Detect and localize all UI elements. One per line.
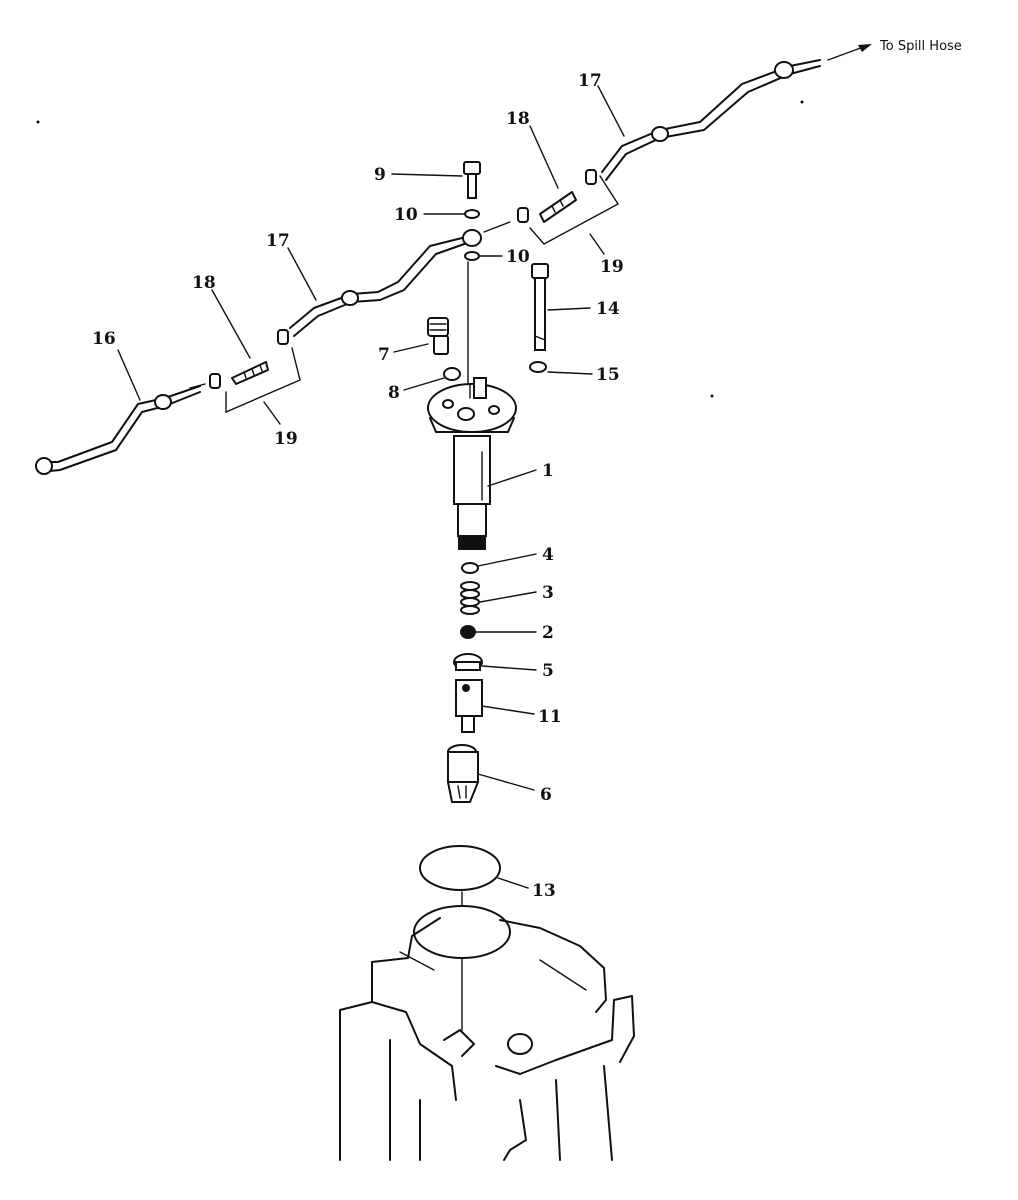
spill-hose-arrow: [827, 44, 872, 61]
injector-body-1: [427, 377, 517, 550]
washer-10-lower: [464, 251, 480, 261]
seat-2: [460, 625, 476, 639]
connector-7: [427, 317, 449, 355]
callout-11: 11: [538, 707, 562, 727]
callout-7: 7: [378, 345, 390, 365]
callout-4: 4: [542, 545, 554, 565]
spill-tube-16: [35, 383, 206, 475]
callout-10-upper: 10: [394, 205, 418, 225]
banjo-bolt-18-right: [517, 169, 619, 245]
callout-3: 3: [542, 583, 554, 603]
callout-17-right: 17: [578, 71, 602, 91]
callout-14: 14: [596, 299, 620, 319]
callout-9: 9: [374, 165, 386, 185]
callout-5: 5: [542, 661, 554, 681]
callout-8: 8: [388, 383, 400, 403]
callout-10-lower: 10: [506, 247, 530, 267]
speck: [710, 394, 714, 398]
bolt-9: [463, 161, 481, 199]
callout-2: 2: [542, 623, 554, 643]
callout-15: 15: [596, 365, 620, 385]
callout-6: 6: [540, 785, 552, 805]
cylinder-head-housing: [339, 905, 635, 1161]
callout-13: 13: [532, 881, 556, 901]
callout-18-right: 18: [506, 109, 530, 129]
speck: [36, 120, 40, 124]
callout-18-left: 18: [192, 273, 216, 293]
callout-17-left: 17: [266, 231, 290, 251]
bolt-14: [531, 263, 549, 351]
o-ring-13: [419, 845, 501, 891]
retaining-nut-6: [447, 744, 479, 803]
washer-10-upper: [464, 209, 480, 219]
spill-tube-17-right: [601, 59, 821, 181]
callout-16: 16: [92, 329, 116, 349]
washer-15: [529, 361, 547, 373]
spill-tube-17-left: [289, 221, 511, 337]
spill-hose-note: To Spill Hose: [879, 39, 962, 54]
gasket-8: [443, 367, 461, 381]
callout-19-right: 19: [600, 257, 624, 277]
callout-1: 1: [542, 461, 554, 481]
spacer-5: [453, 653, 483, 671]
nozzle-11: [455, 679, 483, 733]
banjo-bolt-18-left: [209, 329, 301, 414]
speck: [800, 100, 804, 104]
callout-19-left: 19: [274, 429, 298, 449]
leader-lines: [117, 85, 625, 889]
shim-4: [461, 562, 479, 574]
spring-3: [460, 581, 480, 615]
